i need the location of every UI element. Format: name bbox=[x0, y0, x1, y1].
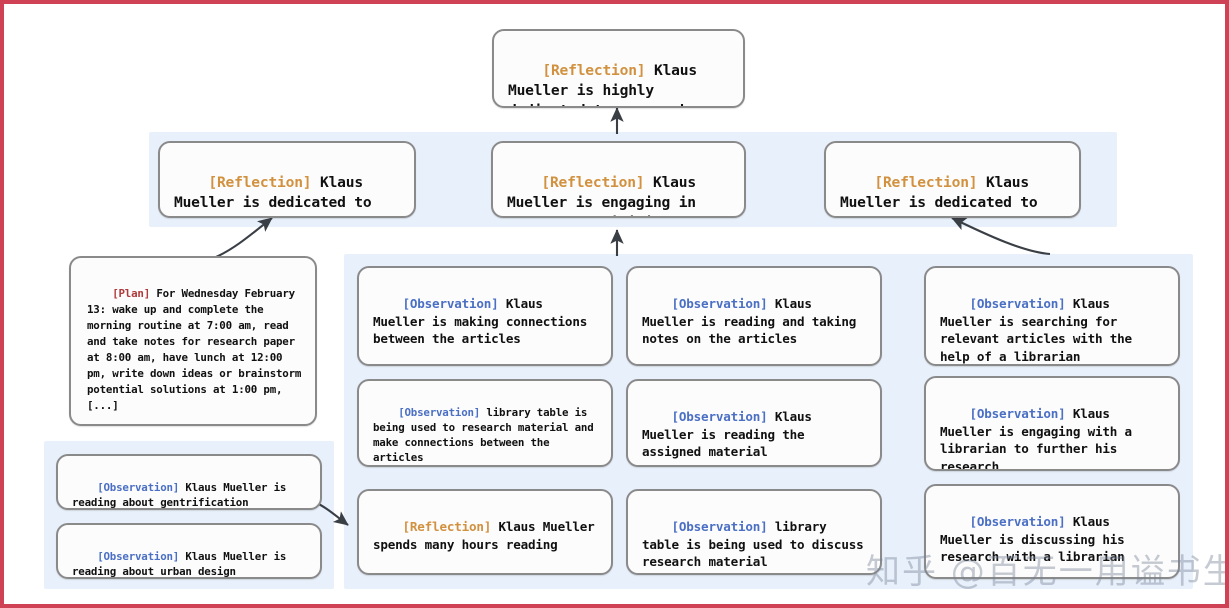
tag-observation: [Observation] bbox=[398, 405, 481, 419]
node-text: For Wednesday February 13: wake up and c… bbox=[87, 286, 308, 412]
column-c-node-1[interactable]: [Observation] Klaus Mueller is searching… bbox=[924, 266, 1180, 366]
node-text: library table is being used to research … bbox=[373, 405, 600, 464]
column-a-node-2[interactable]: [Observation] library table is being use… bbox=[357, 379, 613, 467]
node-text: Klaus Mueller is searching for relevant … bbox=[940, 296, 1140, 364]
node-text: Klaus Mueller is engaging in research ac… bbox=[507, 174, 696, 216]
reflection-node-1[interactable]: [Reflection] Klaus Mueller is dedicated … bbox=[158, 141, 416, 218]
tag-observation: [Observation] bbox=[97, 480, 180, 494]
node-text: Klaus Mueller is reading and taking note… bbox=[642, 296, 864, 347]
tag-observation: [Observation] bbox=[97, 549, 180, 563]
column-b-node-1[interactable]: [Observation] Klaus Mueller is reading a… bbox=[626, 266, 882, 366]
tag-observation: [Observation] bbox=[671, 296, 768, 312]
tag-observation: [Observation] bbox=[969, 296, 1066, 312]
node-text: Klaus Mueller is making connections betw… bbox=[373, 296, 595, 347]
tag-reflection: [Reflection] bbox=[208, 174, 312, 192]
tag-observation: [Observation] bbox=[671, 409, 768, 425]
tag-reflection: [Reflection] bbox=[402, 519, 492, 535]
column-c-node-3[interactable]: [Observation] Klaus Mueller is discussin… bbox=[924, 484, 1180, 579]
node-text: Klaus Mueller spends many hours reading bbox=[373, 519, 602, 552]
tag-observation: [Observation] bbox=[402, 296, 499, 312]
tag-observation: [Observation] bbox=[969, 514, 1066, 530]
column-a-node-1[interactable]: [Observation] Klaus Mueller is making co… bbox=[357, 266, 613, 366]
tag-plan: [Plan] bbox=[112, 286, 151, 300]
node-text: Klaus Mueller is dedicated to research bbox=[840, 174, 1038, 216]
watermark: 知乎 @百无一用谥书生 bbox=[866, 552, 1229, 592]
column-b-node-3[interactable]: [Observation] library table is being use… bbox=[626, 489, 882, 575]
column-a-node-3[interactable]: [Reflection] Klaus Mueller spends many h… bbox=[357, 489, 613, 575]
column-b-node-2[interactable]: [Observation] Klaus Mueller is reading t… bbox=[626, 379, 882, 467]
node-text: Klaus Mueller is highly dedicated to res… bbox=[508, 62, 697, 106]
tag-observation: [Observation] bbox=[969, 406, 1066, 422]
tag-reflection: [Reflection] bbox=[541, 174, 645, 192]
reflection-node-3[interactable]: [Reflection] Klaus Mueller is dedicated … bbox=[824, 141, 1081, 218]
column-c-node-2[interactable]: [Observation] Klaus Mueller is engaging … bbox=[924, 376, 1180, 471]
node-text: Klaus Mueller is reading the assigned ma… bbox=[642, 409, 820, 460]
node-text: library table is being used to discuss r… bbox=[642, 519, 871, 570]
node-text: Klaus Mueller is reading about gentrific… bbox=[72, 480, 293, 509]
left-observation-node-2[interactable]: [Observation] Klaus Mueller is reading a… bbox=[56, 523, 322, 579]
node-text: Klaus Mueller is discussing his research… bbox=[940, 514, 1132, 565]
tag-observation: [Observation] bbox=[671, 519, 768, 535]
node-text: Klaus Mueller is dedicated to research bbox=[174, 174, 372, 216]
left-observation-node-1[interactable]: [Observation] Klaus Mueller is reading a… bbox=[56, 454, 322, 510]
node-text: Klaus Mueller is reading about urban des… bbox=[72, 549, 293, 578]
plan-node[interactable]: [Plan] For Wednesday February 13: wake u… bbox=[69, 256, 317, 426]
root-reflection-node[interactable]: [Reflection] Klaus Mueller is highly ded… bbox=[492, 29, 745, 108]
reflection-node-2[interactable]: [Reflection] Klaus Mueller is engaging i… bbox=[491, 141, 746, 218]
node-text: Klaus Mueller is engaging with a librari… bbox=[940, 406, 1140, 471]
tag-reflection: [Reflection] bbox=[542, 62, 646, 80]
tag-reflection: [Reflection] bbox=[874, 174, 978, 192]
